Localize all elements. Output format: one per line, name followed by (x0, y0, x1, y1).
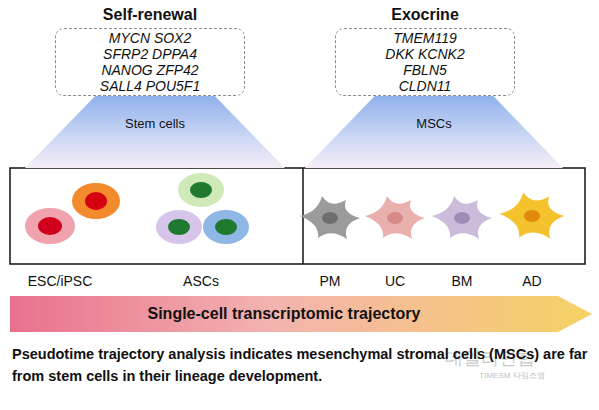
cell-nucleus (38, 217, 62, 235)
asc-cell (156, 210, 202, 244)
group-heading: Exocrine (335, 4, 515, 26)
gene-list: MYCN SOX2 SFRP2 DPPA4 NANOG ZFP42 SALL4 … (93, 30, 208, 94)
cell-type-label: PM (320, 273, 341, 289)
cell-type-band: Stem cells (25, 96, 285, 168)
cell-type-label: BM (452, 273, 473, 289)
msc-cell (432, 196, 492, 239)
cell-nucleus (322, 212, 338, 224)
group-heading: Self-renewal (55, 4, 245, 26)
msc-cell (500, 192, 565, 238)
cell-type-band: MSCs (305, 96, 563, 168)
ipsc-cell (72, 183, 120, 219)
gene-group: ExocrineTMEM119 DKK KCNK2 FBLN5 CLDN11 (335, 4, 515, 96)
cell-panel (10, 168, 585, 264)
asc-cell (203, 210, 249, 244)
asc-cell (178, 173, 224, 207)
band-shape (25, 96, 285, 168)
cell-nucleus (524, 210, 540, 222)
cell-nucleus (387, 212, 403, 224)
band-shape (305, 96, 563, 168)
msc-cell (300, 196, 360, 239)
watermark: TIMESM 타임즈엠 (479, 370, 544, 381)
gene-group: Self-renewalMYCN SOX2 SFRP2 DPPA4 NANOG … (55, 4, 245, 96)
cell-type-label: ESC/iPSC (28, 273, 93, 289)
trajectory-arrow: Single-cell transcriptomic trajectory (10, 296, 592, 332)
cell-type-label: ASCs (183, 273, 219, 289)
gradient-arrow (10, 296, 592, 332)
dashed-box: TMEM119 DKK KCNK2 FBLN5 CLDN11 (335, 28, 515, 96)
gradient-trapezoid (305, 96, 563, 168)
dashed-box: MYCN SOX2 SFRP2 DPPA4 NANOG ZFP42 SALL4 … (55, 28, 245, 96)
esc-cell (25, 208, 75, 244)
cell-nucleus (215, 219, 237, 235)
band-label: MSCs (305, 116, 563, 131)
cell-nucleus (454, 212, 470, 224)
cell-type-label: UC (385, 273, 405, 289)
msc-cell (365, 196, 425, 239)
gene-list: TMEM119 DKK KCNK2 FBLN5 CLDN11 (381, 30, 469, 94)
arrow-label: Single-cell transcriptomic trajectory (10, 296, 558, 332)
figure-caption: Pseudotime trajectory analysis indicates… (12, 343, 596, 387)
cell-nucleus (168, 219, 190, 235)
cell-nucleus (85, 192, 107, 210)
gradient-trapezoid (25, 96, 285, 168)
cell-type-label: AD (522, 273, 541, 289)
band-label: Stem cells (25, 116, 285, 131)
cell-nucleus (190, 182, 212, 198)
